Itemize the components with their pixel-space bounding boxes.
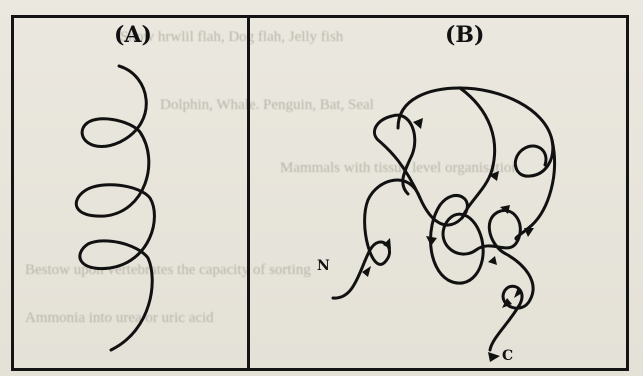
helix-coil <box>74 64 156 352</box>
chain-arrowhead <box>413 118 423 129</box>
bleed-text-line: Mammals with tissue level organisation <box>280 160 519 176</box>
c-terminus-label: C <box>502 348 514 364</box>
bleed-text-line: Show hrwlil flah, Dog flah, Jelly fish <box>120 29 344 45</box>
chain-arrowhead <box>502 298 512 308</box>
chain-arrowhead <box>426 236 437 246</box>
panel-b-label: (B) <box>445 22 485 48</box>
random-coil-path <box>331 178 535 352</box>
bleed-text-line: Dolphin, Whale. Penguin, Bat, Seal <box>160 97 374 113</box>
chain-arrowhead <box>488 256 497 265</box>
chain-arrowhead <box>383 238 391 249</box>
panel-divider <box>247 15 250 371</box>
chain-arrowhead <box>500 205 510 214</box>
random-coil-right <box>514 138 557 242</box>
chain-arrowhead <box>362 266 371 277</box>
panel-a-label: (A) <box>114 22 152 48</box>
n-terminus-label: N <box>317 258 330 274</box>
c-terminus-arrowhead <box>488 352 500 362</box>
random-coil-inner <box>458 86 497 220</box>
figure-frame <box>11 15 629 371</box>
chain-arrowhead <box>489 171 499 181</box>
chain-arrowhead <box>524 228 534 237</box>
bleed-text-line: Bestow upon vertebrates the capacity of … <box>25 262 311 278</box>
chain-arrowhead <box>514 287 522 298</box>
bleed-text-line: Ammonia into urea or uric acid <box>25 310 214 326</box>
random-coil-loop <box>373 113 422 200</box>
